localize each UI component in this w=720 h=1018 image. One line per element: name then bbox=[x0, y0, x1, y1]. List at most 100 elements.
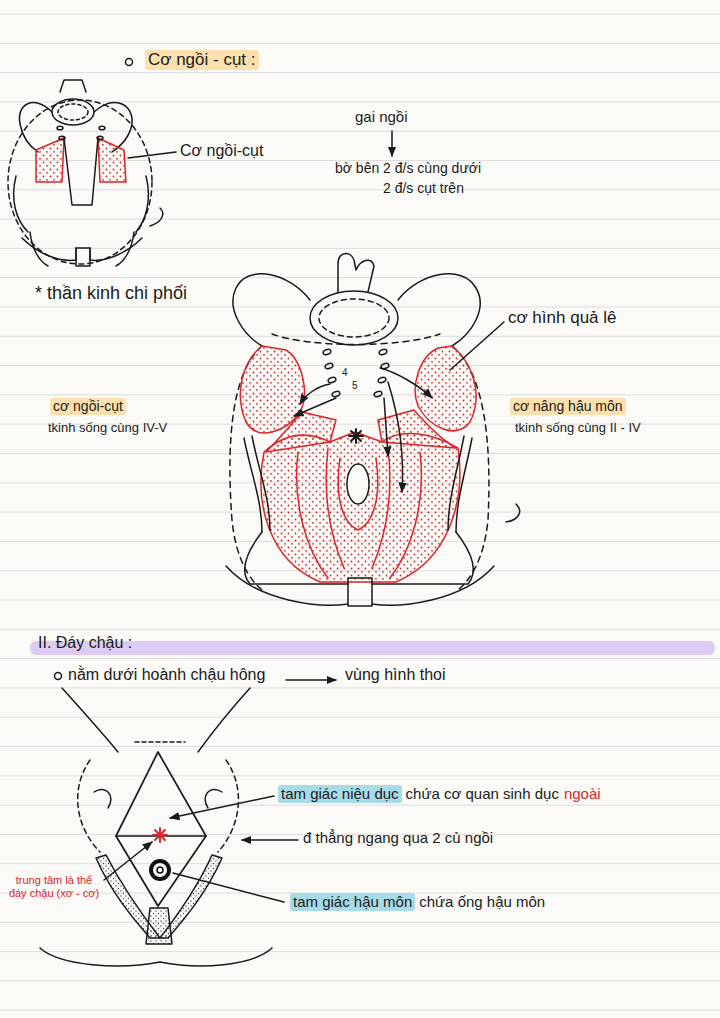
bone-outline bbox=[40, 948, 272, 966]
sacral-foramen bbox=[57, 126, 63, 130]
leader-arrow bbox=[170, 796, 274, 818]
sacral-foramen bbox=[327, 376, 336, 383]
sacral-wing bbox=[398, 274, 480, 346]
vertebral-body bbox=[52, 99, 94, 125]
nerve-arrow bbox=[300, 384, 330, 404]
hip-bone bbox=[136, 176, 148, 232]
paper-ruling bbox=[0, 14, 720, 1010]
coccygeus-muscle bbox=[36, 138, 64, 182]
sacral-foramen bbox=[378, 348, 387, 355]
leader-line bbox=[450, 322, 504, 370]
bullet bbox=[126, 59, 133, 66]
sacral-foramen bbox=[59, 136, 65, 140]
spinous-process bbox=[338, 254, 374, 292]
pubic-symphysis bbox=[348, 578, 372, 606]
arrow bbox=[286, 679, 336, 681]
hip-bone bbox=[448, 436, 464, 530]
sacral-foramen bbox=[377, 376, 386, 383]
vertebral-body bbox=[319, 299, 389, 337]
bone-hook bbox=[506, 504, 520, 522]
note-text: đ thẳng ngang qua 2 củ ngồi bbox=[303, 829, 493, 847]
pubic-arch bbox=[90, 238, 142, 260]
part-label: cơ nâng hậu môn bbox=[510, 398, 626, 415]
part-label: gai ngồi bbox=[355, 108, 408, 126]
hip-bone bbox=[14, 176, 28, 232]
star-mark bbox=[351, 431, 361, 441]
muscle-fiber bbox=[297, 452, 328, 578]
levator-ani-muscle bbox=[261, 432, 460, 582]
sacral-wing bbox=[233, 274, 310, 346]
piriformis-muscle bbox=[415, 346, 476, 431]
nerve-arrow bbox=[294, 398, 336, 416]
sacral-foramen bbox=[322, 348, 331, 355]
sacral-foramen bbox=[97, 136, 103, 140]
perineum-diamond bbox=[116, 752, 206, 906]
note-text: trung tâm là thể đáy chậu (xơ - cơ) bbox=[6, 874, 102, 900]
note-text: tkinh sống cùng II - IV bbox=[515, 420, 641, 436]
coccyx bbox=[146, 908, 172, 944]
nerve-arrow bbox=[380, 368, 432, 398]
pubic-arch bbox=[116, 232, 134, 266]
sacral-foramen bbox=[373, 390, 382, 397]
heading: Cơ ngồi - cụt : bbox=[145, 50, 259, 70]
part-label: tam giác niệu dục bbox=[278, 785, 402, 803]
callout-number: 4 bbox=[342, 367, 348, 379]
bone-outline bbox=[198, 688, 250, 752]
note-text: 2 đ/s cụt trên bbox=[383, 180, 464, 197]
leader-line bbox=[128, 152, 176, 158]
sacrum-outline bbox=[64, 138, 98, 205]
hip-bone bbox=[456, 438, 472, 532]
star-mark bbox=[155, 830, 165, 840]
part-label: tam giác hậu môn bbox=[290, 893, 415, 911]
spinous-process bbox=[60, 80, 86, 92]
pubic-arch bbox=[372, 532, 473, 584]
part-label: cơ hình quả lê bbox=[508, 308, 617, 328]
leader-line bbox=[173, 873, 284, 902]
note-heading: * thần kinh chi phối bbox=[35, 283, 187, 305]
note-text: chứa ống hậu môn bbox=[419, 893, 545, 911]
dashed-outline bbox=[272, 334, 440, 345]
pubic-symphysis bbox=[76, 248, 90, 266]
sacral-foramen bbox=[331, 390, 340, 397]
pubic-arch bbox=[245, 532, 348, 584]
pubic-arch bbox=[30, 232, 48, 266]
muscle-fiber bbox=[338, 458, 378, 530]
section-heading: II. Đáy chậu : bbox=[38, 633, 132, 652]
sacral-foramen bbox=[324, 362, 333, 369]
callout-number: 5 bbox=[352, 380, 358, 392]
note-text: bờ bên 2 đ/s cùng dưới bbox=[335, 160, 481, 177]
sacral-foramen bbox=[99, 126, 105, 130]
nerve-arrow bbox=[388, 382, 402, 492]
note-text: chứa cơ quan sinh dục bbox=[406, 785, 559, 803]
muscle-fiber bbox=[390, 452, 421, 578]
note-text: ngoài bbox=[564, 785, 601, 803]
bone-outline bbox=[205, 789, 222, 808]
section-band bbox=[30, 641, 715, 655]
bone-outline bbox=[94, 789, 111, 808]
leader-arrow bbox=[242, 839, 298, 841]
bone-hook bbox=[150, 208, 163, 226]
coccygeus-muscle bbox=[378, 410, 456, 448]
arrow bbox=[391, 131, 393, 156]
pelvic-outline bbox=[8, 100, 152, 264]
pubic-arch bbox=[226, 566, 348, 605]
note-text: tkinh sống cùng IV-V bbox=[48, 420, 167, 436]
pubic-arch bbox=[22, 238, 76, 260]
hip-bone bbox=[244, 438, 262, 532]
vertebral-body bbox=[310, 291, 398, 345]
dashed-outline bbox=[78, 760, 100, 852]
coccygeus-muscle bbox=[266, 412, 336, 452]
vertebral-body bbox=[58, 104, 88, 120]
nerve-arrow bbox=[384, 398, 388, 456]
leader-arrow bbox=[104, 842, 152, 880]
bullet bbox=[55, 673, 62, 680]
anus bbox=[157, 867, 163, 873]
anus bbox=[151, 861, 169, 879]
note-text: vùng hình thoi bbox=[345, 665, 446, 684]
part-label: Cơ ngồi-cụt bbox=[180, 141, 263, 160]
anal-canal bbox=[347, 464, 369, 504]
note-text: nằm dưới hoành chậu hông bbox=[68, 665, 265, 684]
